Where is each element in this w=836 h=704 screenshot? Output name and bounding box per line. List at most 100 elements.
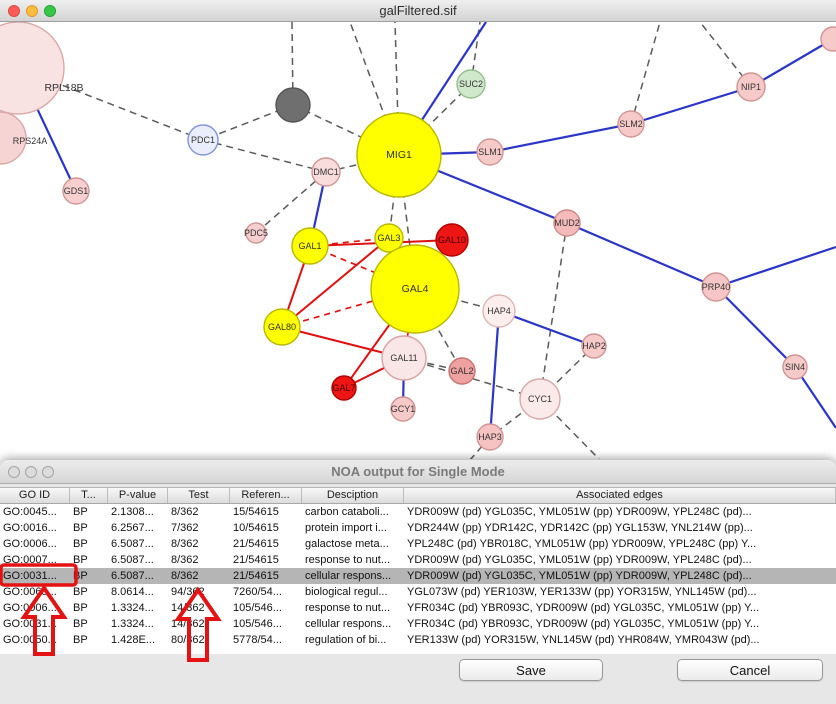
graph-node-RPL18B[interactable] bbox=[0, 22, 65, 115]
node-label-DMC1: DMC1 bbox=[313, 167, 339, 177]
graph-edge[interactable] bbox=[566, 221, 717, 289]
node-label-HAP4: HAP4 bbox=[487, 306, 511, 316]
graph-node-dark-node[interactable] bbox=[275, 87, 311, 123]
column-header-6[interactable]: Associated edges bbox=[404, 488, 836, 503]
graph-node-SLM1[interactable] bbox=[476, 138, 504, 166]
graph-edge[interactable] bbox=[394, 22, 400, 156]
zoom-button-inactive[interactable] bbox=[42, 466, 54, 478]
graph-edge[interactable] bbox=[715, 286, 796, 368]
table-cell: 2.1308... bbox=[111, 506, 154, 518]
graph-node-PDC1[interactable] bbox=[187, 124, 219, 156]
table-cell: YPL248C (pd) YBR018C, YML051W (pp) YDR00… bbox=[407, 538, 757, 550]
graph-edge[interactable] bbox=[539, 222, 568, 400]
table-cell: GO:0006... bbox=[3, 538, 57, 550]
zoom-button[interactable] bbox=[44, 5, 56, 17]
graph-node-RPS24A[interactable] bbox=[0, 111, 27, 165]
graph-node-MUD2[interactable] bbox=[553, 209, 581, 237]
graph-edge[interactable] bbox=[17, 67, 204, 141]
graph-edge[interactable] bbox=[202, 139, 327, 173]
table-cell: YGL073W (pd) YER103W, YER133W (pp) YOR31… bbox=[407, 586, 757, 598]
graph-edge[interactable] bbox=[281, 237, 390, 328]
column-header-3[interactable]: Test bbox=[168, 488, 230, 503]
table-cell: 10/54615 bbox=[233, 522, 279, 534]
graph-edge[interactable] bbox=[309, 245, 416, 290]
graph-node-SLM2[interactable] bbox=[617, 110, 645, 138]
table-cell: GO:0007... bbox=[3, 554, 57, 566]
graph-node-GAL4[interactable] bbox=[370, 244, 460, 334]
table-cell: 6.2567... bbox=[111, 522, 154, 534]
node-label-GAL80: GAL80 bbox=[268, 322, 296, 332]
table-cell: GO:0045... bbox=[3, 506, 57, 518]
minimize-button[interactable] bbox=[26, 5, 38, 17]
node-label-HAP2: HAP2 bbox=[582, 341, 606, 351]
graph-window-titlebar[interactable]: galFiltered.sif bbox=[0, 0, 836, 22]
graph-node-GAL7[interactable] bbox=[331, 375, 357, 401]
table-cell: YDR009W (pd) YGL035C, YML051W (pp) YDR00… bbox=[407, 554, 752, 566]
graph-node-HAP4[interactable] bbox=[482, 294, 516, 328]
table-cell: BP bbox=[73, 586, 88, 598]
table-cell: BP bbox=[73, 506, 88, 518]
node-label-GAL10: GAL10 bbox=[438, 235, 466, 245]
close-button[interactable] bbox=[8, 5, 20, 17]
graph-node-HAP2[interactable] bbox=[581, 333, 607, 359]
graph-node-HAP3[interactable] bbox=[476, 423, 504, 451]
graph-node-top-right-node[interactable] bbox=[820, 26, 836, 52]
graph-node-MIG1[interactable] bbox=[356, 112, 442, 198]
graph-node-PRP40[interactable] bbox=[701, 272, 731, 302]
graph-node-GAL80[interactable] bbox=[263, 308, 301, 346]
graph-node-GAL1[interactable] bbox=[291, 227, 329, 265]
graph-edge[interactable] bbox=[715, 245, 836, 289]
node-label-PDC5: PDC5 bbox=[244, 228, 268, 238]
graph-node-DMC1[interactable] bbox=[311, 157, 341, 187]
graph-node-SIN4[interactable] bbox=[782, 354, 808, 380]
save-button[interactable]: Save bbox=[459, 659, 603, 681]
column-header-4[interactable]: Referen... bbox=[230, 488, 302, 503]
column-header-5[interactable]: Desciption bbox=[302, 488, 404, 503]
table-cell: YDR009W (pd) YGL035C, YML051W (pp) YDR00… bbox=[407, 570, 752, 582]
graph-node-GAL11[interactable] bbox=[381, 335, 427, 381]
table-cell: 21/54615 bbox=[233, 570, 279, 582]
graph-edge[interactable] bbox=[498, 309, 595, 348]
graph-edge[interactable] bbox=[488, 310, 501, 438]
column-header-0[interactable]: GO ID bbox=[0, 488, 70, 503]
graph-node-SUC2[interactable] bbox=[456, 69, 486, 99]
node-label-PRP40: PRP40 bbox=[702, 282, 731, 292]
graph-node-GAL10[interactable] bbox=[435, 223, 469, 257]
cancel-button[interactable]: Cancel bbox=[677, 659, 823, 681]
graph-node-GAL3[interactable] bbox=[374, 223, 404, 253]
graph-edge[interactable] bbox=[489, 122, 632, 154]
graph-edge[interactable] bbox=[750, 38, 834, 88]
table-cell: YDR009W (pd) YGL035C, YML051W (pp) YDR00… bbox=[407, 506, 752, 518]
graph-node-PDC5[interactable] bbox=[245, 222, 267, 244]
table-cell: BP bbox=[73, 570, 88, 582]
table-cell: BP bbox=[73, 618, 88, 630]
graph-edge[interactable] bbox=[630, 85, 752, 126]
graph-node-NIP1[interactable] bbox=[736, 72, 766, 102]
graph-node-CYC1[interactable] bbox=[519, 378, 561, 420]
column-header-2[interactable]: P-value bbox=[108, 488, 168, 503]
close-button-inactive[interactable] bbox=[8, 466, 20, 478]
graph-edge[interactable] bbox=[255, 171, 327, 234]
noa-window-titlebar[interactable]: NOA output for Single Mode bbox=[0, 460, 836, 484]
graph-node-GCY1[interactable] bbox=[390, 396, 416, 422]
graph-edge[interactable] bbox=[630, 22, 661, 125]
graph-edge[interactable] bbox=[291, 22, 294, 106]
node-label-NIP1: NIP1 bbox=[741, 82, 761, 92]
column-header-1[interactable]: T... bbox=[70, 488, 108, 503]
graph-node-GDS1[interactable] bbox=[62, 177, 90, 205]
minimize-button-inactive[interactable] bbox=[25, 466, 37, 478]
graph-node-GAL2[interactable] bbox=[448, 357, 476, 385]
